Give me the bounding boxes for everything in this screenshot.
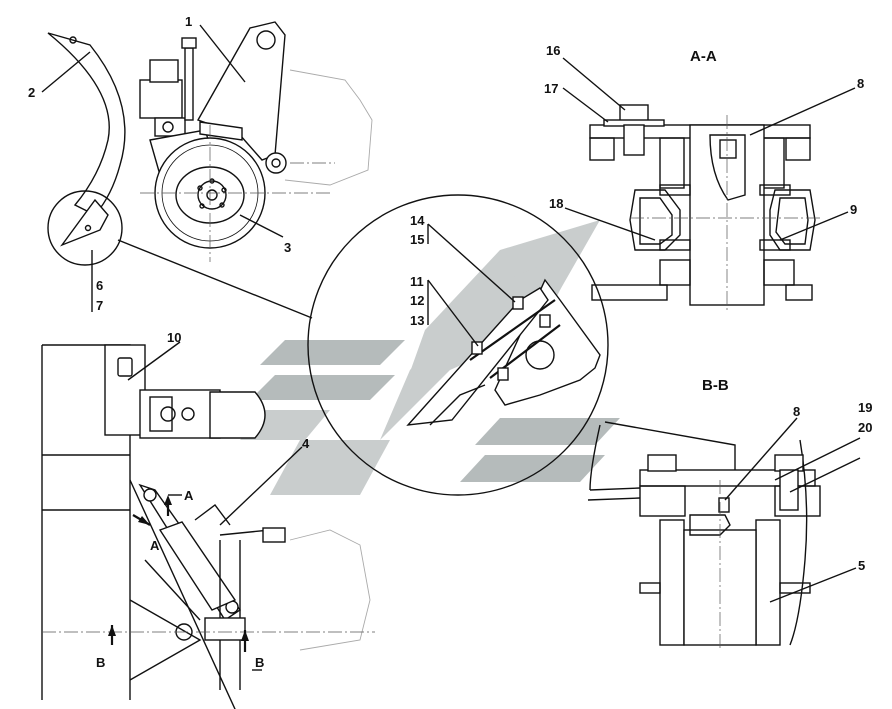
callout-3: 3	[284, 240, 291, 255]
view-mark-a-lower: A	[150, 538, 160, 553]
view-mark-b-left: B	[96, 655, 105, 670]
view-mark-a-upper: A	[184, 488, 194, 503]
callout-5: 5	[858, 558, 865, 573]
callout-6: 6	[96, 278, 103, 293]
callout-19: 19	[858, 400, 872, 415]
leader-lines	[41, 24, 861, 603]
callout-8-aa: 8	[857, 76, 864, 91]
callout-10: 10	[167, 330, 181, 345]
callout-4: 4	[302, 436, 310, 451]
callout-9: 9	[850, 202, 857, 217]
callout-1: 1	[185, 14, 192, 29]
section-aa-title: A-A	[690, 48, 717, 65]
callout-12: 12	[410, 293, 424, 308]
callout-18: 18	[549, 196, 563, 211]
callout-8-bb: 8	[793, 404, 800, 419]
labels: A-A B-B 1 2 3 4 5 6 7 8 8 9 10 11 12 13 …	[28, 14, 872, 670]
detail-view-circle	[307, 194, 609, 496]
section-b-b	[587, 421, 821, 650]
callout-20: 20	[858, 420, 872, 435]
callout-7: 7	[96, 298, 103, 313]
callout-2: 2	[28, 85, 35, 100]
callout-13: 13	[410, 313, 424, 328]
callout-16: 16	[546, 43, 560, 58]
callout-14: 14	[410, 213, 425, 228]
callout-15: 15	[410, 232, 424, 247]
view-mark-b-right: B	[255, 655, 264, 670]
detail-leader	[117, 239, 313, 319]
section-a-a	[589, 104, 820, 310]
section-bb-title: B-B	[702, 377, 729, 394]
side-view-assembly	[47, 21, 373, 266]
plan-view	[41, 344, 375, 709]
callout-11: 11	[410, 274, 424, 289]
callout-17: 17	[544, 81, 558, 96]
